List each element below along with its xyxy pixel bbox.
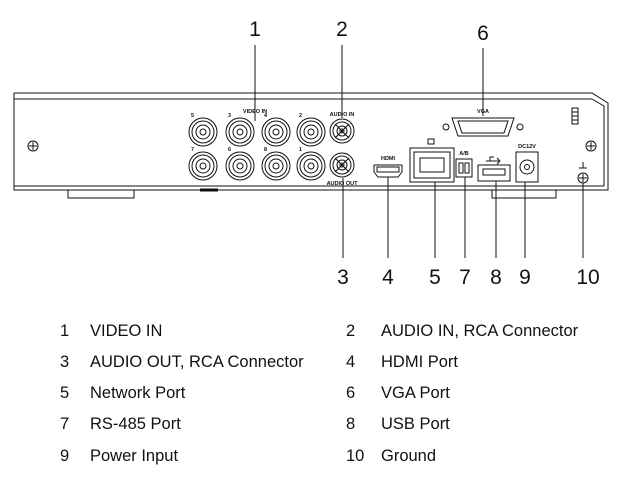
legend-number: 1 [60, 322, 70, 340]
bnc-channel-number: 4 [264, 113, 268, 119]
network-port-housing [409, 147, 455, 183]
usb-icon [486, 156, 501, 165]
legend-number: 5 [60, 384, 70, 402]
bnc-channel-labels: 5 3 4 2 7 6 8 1 [191, 113, 302, 153]
rear-panel-diagram: 1 2 6 3 4 5 7 8 9 10 [13, 18, 609, 289]
hdmi-port [373, 164, 403, 178]
bnc-connector [296, 117, 326, 147]
rs485-terminal-a [458, 162, 464, 174]
ground-icon [579, 162, 587, 169]
power-input-pin [524, 164, 530, 170]
bnc-channel-number: 7 [191, 147, 194, 153]
callout-6: 6 [477, 22, 489, 45]
hdmi-port-inner [376, 166, 400, 173]
audio-out-rca-connector [329, 152, 355, 178]
bnc-connector [296, 151, 326, 181]
callout-10: 10 [576, 266, 599, 289]
legend-number: 8 [346, 415, 356, 433]
hdmi-label: HDMI [381, 156, 396, 162]
network-icon [427, 138, 435, 145]
chassis-corner-edge [591, 98, 605, 107]
bnc-channel-number: 6 [228, 147, 231, 153]
left-foot [67, 190, 135, 199]
usb-port-tongue [482, 168, 506, 176]
power-label: DC12V [518, 144, 536, 150]
vga-port-inner [457, 120, 509, 134]
legend-number: 2 [346, 322, 356, 340]
bnc-connector [188, 117, 218, 147]
bnc-connector [261, 151, 291, 181]
bnc-channel-number: 2 [299, 113, 302, 119]
bnc-connector [261, 117, 291, 147]
callout-3: 3 [337, 266, 349, 289]
vga-label: VGA [477, 109, 489, 115]
vga-port [451, 117, 515, 137]
left-screw [27, 140, 39, 152]
legend-number: 7 [60, 415, 70, 433]
legend-label: VGA Port [381, 384, 450, 402]
legend-label: VIDEO IN [90, 322, 163, 340]
network-port [413, 151, 451, 179]
bnc-connector [225, 151, 255, 181]
legend-label: AUDIO IN, RCA Connector [381, 322, 579, 340]
bnc-channel-number: 1 [299, 147, 302, 153]
audio-in-label: AUDIO IN [330, 112, 355, 118]
vga-screw-right [516, 123, 524, 131]
legend-number: 9 [60, 447, 70, 465]
callout-7: 7 [459, 266, 471, 289]
bnc-connector [225, 117, 255, 147]
legend-label: USB Port [381, 415, 450, 433]
chassis-outline [13, 92, 609, 191]
audio-in-rca-connector [329, 118, 355, 144]
audio-out-label: AUDIO OUT [327, 181, 359, 187]
callout-4: 4 [382, 266, 394, 289]
legend-number: 3 [60, 353, 70, 371]
vga-screw-left [442, 123, 450, 131]
legend-number: 6 [346, 384, 356, 402]
power-input-socket [519, 159, 535, 175]
bnc-channel-number: 5 [191, 113, 194, 119]
callout-5: 5 [429, 266, 441, 289]
power-input [515, 151, 539, 183]
legend-number: 10 [346, 447, 365, 465]
video-in-bnc-connectors [188, 117, 326, 181]
video-in-label: VIDEO IN [243, 109, 267, 115]
network-port-socket [419, 157, 445, 173]
legend-label: RS-485 Port [90, 415, 181, 433]
rs485-label: A/B [459, 151, 469, 157]
legend-number: 4 [346, 353, 356, 371]
usb-port [477, 164, 511, 182]
legend-label: HDMI Port [381, 353, 459, 371]
rs485-port [455, 158, 473, 178]
callout-8: 8 [490, 266, 502, 289]
bnc-connector [188, 151, 218, 181]
legend-label: Ground [381, 447, 437, 465]
rs485-terminal-b [464, 162, 470, 174]
right-foot [491, 190, 557, 199]
legend-label: Network Port [90, 384, 186, 402]
right-screw [585, 140, 597, 152]
legend-label: Power Input [90, 447, 179, 465]
callout-1: 1 [249, 18, 261, 41]
callout-2: 2 [336, 18, 348, 41]
callout-9: 9 [519, 266, 531, 289]
bnc-channel-number: 8 [264, 147, 267, 153]
legend-label: AUDIO OUT, RCA Connector [90, 353, 304, 371]
bnc-channel-number: 3 [228, 113, 231, 119]
